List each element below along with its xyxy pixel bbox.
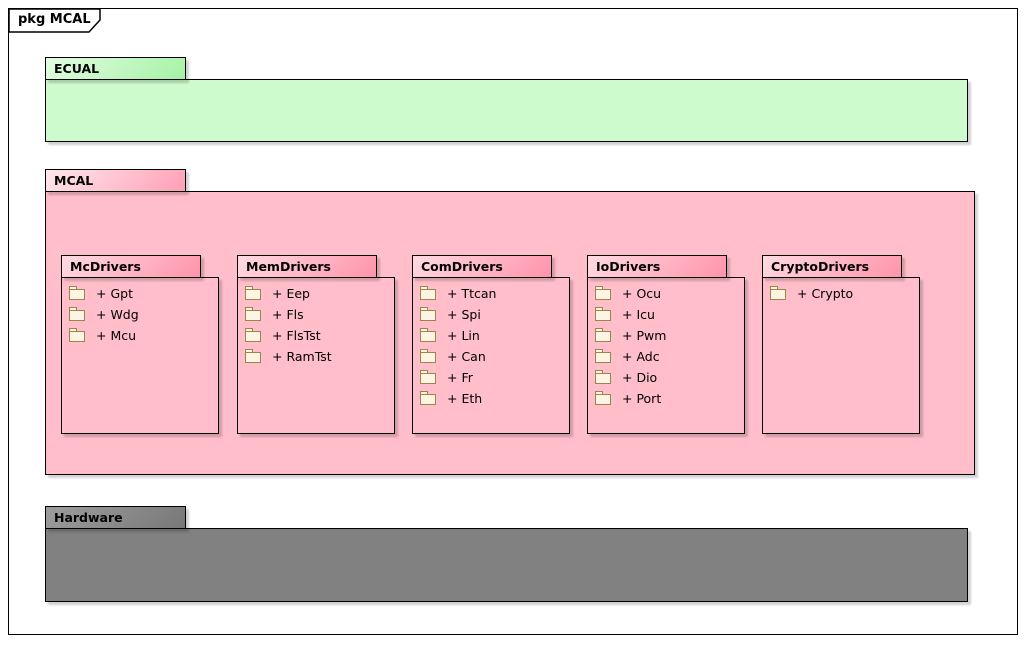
frame-pentagon-icon — [8, 8, 101, 33]
package-element: + Can — [413, 346, 569, 367]
package-cryptodrivers-tab: CryptoDrivers — [762, 255, 902, 278]
folder-icon — [245, 349, 261, 363]
element-label: + Mcu — [96, 328, 137, 343]
package-element: + Crypto — [763, 283, 919, 304]
folder-icon — [245, 286, 261, 300]
package-hardware-body — [45, 528, 968, 602]
element-label: + Gpt — [96, 286, 133, 301]
element-label: + Eth — [447, 391, 483, 406]
element-label: + Icu — [622, 307, 655, 322]
package-memdrivers-body: + Eep + Fls + FlsTst — [237, 277, 395, 434]
package-element: + Icu — [588, 304, 744, 325]
package-mcdrivers-body: + Gpt + Wdg + Mcu — [61, 277, 219, 434]
folder-icon — [595, 328, 611, 342]
package-hardware-tab: Hardware — [45, 506, 186, 529]
package-mcal-name: MCAL — [54, 173, 94, 188]
element-label: + FlsTst — [272, 328, 321, 343]
folder-icon — [69, 328, 85, 342]
package-mcdrivers-tab: McDrivers — [61, 255, 201, 278]
package-memdrivers-tab: MemDrivers — [237, 255, 377, 278]
package-element: + Fls — [238, 304, 394, 325]
package-comdrivers-name: ComDrivers — [421, 259, 503, 274]
package-cryptodrivers-name: CryptoDrivers — [771, 259, 870, 274]
element-label: + Fr — [447, 370, 473, 385]
package-element: + Port — [588, 388, 744, 409]
package-element: + Gpt — [62, 283, 218, 304]
folder-icon — [420, 328, 436, 342]
element-label: + RamTst — [272, 349, 332, 364]
package-element: + Pwm — [588, 325, 744, 346]
folder-icon — [420, 286, 436, 300]
package-comdrivers-tab: ComDrivers — [412, 255, 552, 278]
package-element: + FlsTst — [238, 325, 394, 346]
folder-icon — [245, 307, 261, 321]
package-element: + Spi — [413, 304, 569, 325]
package-element: + Eth — [413, 388, 569, 409]
folder-icon — [595, 370, 611, 384]
package-memdrivers: MemDrivers + Eep + Fls — [237, 255, 397, 435]
folder-icon — [420, 370, 436, 384]
element-label: + Ttcan — [447, 286, 497, 301]
folder-icon — [770, 286, 786, 300]
folder-icon — [595, 391, 611, 405]
package-iodrivers: IoDrivers + Ocu + Icu — [587, 255, 747, 435]
element-label: + Spi — [447, 307, 481, 322]
package-comdrivers-body: + Ttcan + Spi + Lin — [412, 277, 570, 434]
frame-tab-pentagon — [8, 8, 102, 34]
package-ecual-name: ECUAL — [54, 61, 100, 76]
element-label: + Lin — [447, 328, 480, 343]
folder-icon — [595, 307, 611, 321]
package-element: + Mcu — [62, 325, 218, 346]
package-comdrivers: ComDrivers + Ttcan + Spi — [412, 255, 572, 435]
package-element: + Dio — [588, 367, 744, 388]
element-label: + Crypto — [797, 286, 854, 301]
package-mcal-tab: MCAL — [45, 169, 186, 192]
package-element: + Fr — [413, 367, 569, 388]
package-iodrivers-name: IoDrivers — [596, 259, 661, 274]
package-element: + Wdg — [62, 304, 218, 325]
package-element: + Lin — [413, 325, 569, 346]
folder-icon — [420, 391, 436, 405]
folder-icon — [245, 328, 261, 342]
element-label: + Wdg — [96, 307, 139, 322]
frame-title: pkg MCAL — [18, 12, 91, 27]
package-ecual-tab: ECUAL — [45, 57, 186, 80]
folder-icon — [420, 307, 436, 321]
element-label: + Can — [447, 349, 486, 364]
package-element: + RamTst — [238, 346, 394, 367]
package-cryptodrivers: CryptoDrivers + Crypto — [762, 255, 922, 435]
package-memdrivers-name: MemDrivers — [246, 259, 331, 274]
folder-icon — [69, 286, 85, 300]
element-label: + Pwm — [622, 328, 667, 343]
element-label: + Dio — [622, 370, 658, 385]
package-cryptodrivers-body: + Crypto — [762, 277, 920, 434]
element-label: + Adc — [622, 349, 660, 364]
folder-icon — [420, 349, 436, 363]
package-iodrivers-body: + Ocu + Icu + Pwm — [587, 277, 745, 434]
folder-icon — [595, 349, 611, 363]
element-label: + Eep — [272, 286, 310, 301]
element-label: + Fls — [272, 307, 304, 322]
folder-icon — [595, 286, 611, 300]
package-hardware-name: Hardware — [54, 510, 123, 525]
element-label: + Ocu — [622, 286, 662, 301]
package-element: + Ttcan — [413, 283, 569, 304]
package-element: + Ocu — [588, 283, 744, 304]
element-label: + Port — [622, 391, 662, 406]
package-ecual-body — [45, 79, 968, 142]
package-mcal-body: McDrivers + Gpt + Wdg — [45, 191, 975, 475]
package-element: + Adc — [588, 346, 744, 367]
package-element: + Eep — [238, 283, 394, 304]
folder-icon — [69, 307, 85, 321]
package-mcdrivers: McDrivers + Gpt + Wdg — [61, 255, 221, 435]
package-mcdrivers-name: McDrivers — [70, 259, 141, 274]
package-iodrivers-tab: IoDrivers — [587, 255, 727, 278]
